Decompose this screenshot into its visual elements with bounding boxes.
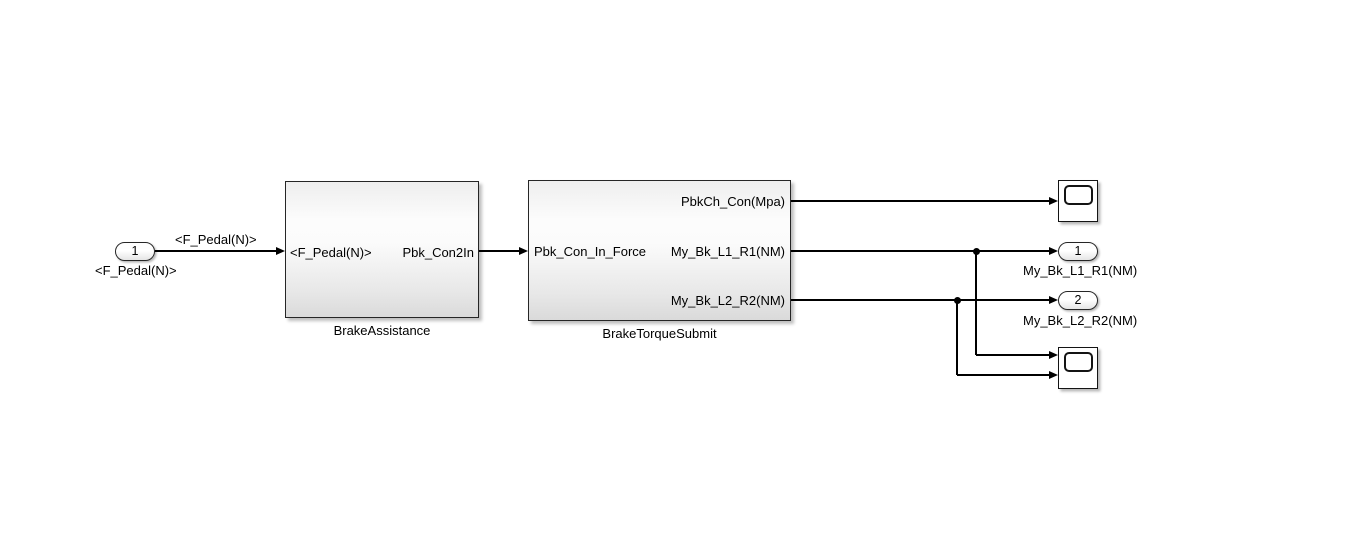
arrowhead-icon <box>518 246 528 255</box>
arrowhead-icon <box>1048 246 1058 255</box>
line-l2r2-to-outport2[interactable] <box>791 299 1049 301</box>
line-inport-to-brakeassistance[interactable] <box>155 250 276 252</box>
braketorquesubmit-block-name: BrakeTorqueSubmit <box>602 326 717 341</box>
braketorquesubmit-output2-port-label: My_Bk_L1_R1(NM) <box>670 244 785 259</box>
outport-block-1[interactable]: 1 <box>1058 242 1098 261</box>
scope-block-2[interactable] <box>1058 347 1098 389</box>
inport-block-1[interactable]: 1 <box>115 242 155 261</box>
brakeassistance-block-name: BrakeAssistance <box>333 323 431 338</box>
arrowhead-icon <box>1048 350 1058 359</box>
braketorquesubmit-input-port-label: Pbk_Con_In_Force <box>534 244 647 259</box>
line-brakeassistance-to-braketorquesubmit[interactable] <box>479 250 519 252</box>
line-l1r1-branch-to-scope2[interactable] <box>976 354 1049 356</box>
braketorquesubmit-output3-port-label: My_Bk_L2_R2(NM) <box>670 293 785 308</box>
line-l2r2-branch-to-scope2[interactable] <box>957 374 1049 376</box>
outport-block-2[interactable]: 2 <box>1058 291 1098 310</box>
outport2-caption: My_Bk_L2_R2(NM) <box>1023 313 1138 328</box>
arrowhead-icon <box>275 246 285 255</box>
scope-display-icon <box>1064 185 1093 205</box>
arrowhead-icon <box>1048 370 1058 379</box>
signal-name-label: <F_Pedal(N)> <box>175 232 257 247</box>
line-l1r1-to-outport1[interactable] <box>791 250 1049 252</box>
line-pbkch-to-scope1[interactable] <box>791 200 1049 202</box>
scope-display-icon <box>1064 352 1093 372</box>
arrowhead-icon <box>1048 196 1058 205</box>
arrowhead-icon <box>1048 295 1058 304</box>
brakeassistance-output-port-label: Pbk_Con2In <box>402 245 474 260</box>
braketorquesubmit-output1-port-label: PbkCh_Con(Mpa) <box>680 194 785 209</box>
line-l2r2-branch-vertical[interactable] <box>956 300 958 375</box>
line-l1r1-branch-vertical[interactable] <box>975 251 977 355</box>
subsystem-brake-torque-submit[interactable]: Pbk_Con_In_Force PbkCh_Con(Mpa) My_Bk_L1… <box>528 180 791 321</box>
brakeassistance-input-port-label: <F_Pedal(N)> <box>290 245 372 260</box>
subsystem-brake-assistance[interactable]: <F_Pedal(N)> Pbk_Con2In <box>285 181 479 318</box>
scope-block-1[interactable] <box>1058 180 1098 222</box>
inport-caption: <F_Pedal(N)> <box>95 263 177 278</box>
outport1-caption: My_Bk_L1_R1(NM) <box>1023 263 1138 278</box>
